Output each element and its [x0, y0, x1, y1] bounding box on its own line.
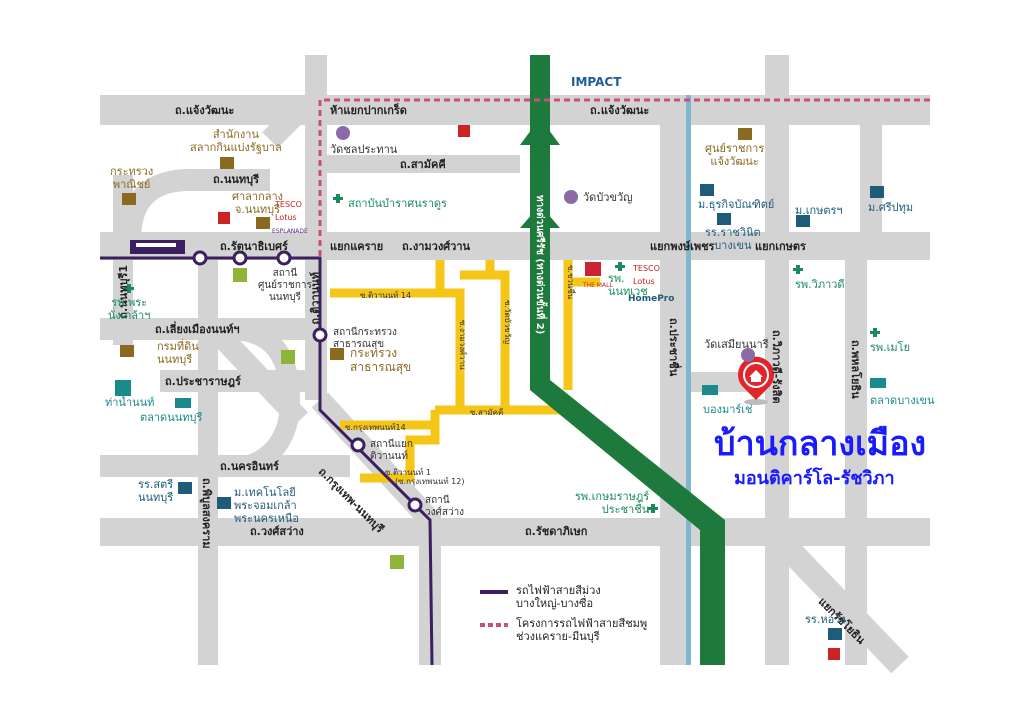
- pink-line: [318, 98, 930, 258]
- poi-icons: [115, 125, 886, 660]
- junction-pong-phet: แยกพงษ์เพชร: [650, 240, 715, 253]
- soi-roads: [330, 260, 600, 483]
- road-chaengwattana-east: ถ.แจ้งวัฒนะ: [590, 104, 650, 117]
- place-lottery-office: สำนักงาน สลากกินแบ่งรัฐบาล: [190, 128, 282, 154]
- station-nonthaburi-civic: สถานี ศูนย์ราชการ นนทบุรี: [258, 268, 312, 303]
- place-kasetsart: ม.เกษตรฯ: [795, 204, 843, 217]
- place-satri-school: รร.สตรี นนทบุรี: [138, 478, 174, 504]
- soi-wat-buakhwan: ซ.วัดบัวขวัญ: [503, 300, 512, 345]
- place-nonthaburi-court: ศาลากลาง จ.นนทบุรี: [232, 190, 284, 216]
- soi-chuanchuen: ซ.ชวนชื่น: [566, 265, 575, 300]
- project-title: บ้านกลางเมือง: [714, 424, 927, 464]
- the-mall-logo: THE MALL: [583, 282, 613, 289]
- road-nonthaburi: ถ.นนทบุรี: [213, 173, 260, 186]
- road-pracharat: ถ.ประชาราษฎร์: [165, 375, 241, 388]
- tesco-lotus-logo: TESCO Lotus: [275, 200, 302, 222]
- place-rajavinit: รร.ราชวินิต บางเขน: [705, 226, 761, 252]
- junction-pak-kret: ห้าแยกปากเกร็ด: [330, 104, 407, 117]
- road-phibun-songkhram: ถ.พิบูลสงคราม: [200, 478, 213, 549]
- project-subtitle: มอนติคาร์โล-รัชวิภา: [734, 468, 895, 489]
- station-wongsawang: สถานี วงศ์สว่าง: [425, 495, 465, 518]
- place-bamrasnaradura: สถาบันบำราศนราดูร: [348, 197, 447, 210]
- place-kmutnb: ม.เทคโนโลยี พระจอมเกล้า พระนครเหนือ: [234, 486, 299, 525]
- canal: [686, 95, 691, 665]
- place-dpu: ม.ธุรกิจบัณฑิตย์: [698, 198, 775, 211]
- road-prachachuen: ถ.ประชาชื่น: [667, 318, 680, 377]
- place-moph: กระทรวง สาธารณสุข: [350, 346, 412, 374]
- legend-purple: รถไฟฟ้าสายสีม่วง บางใหญ่-บางซื่อ: [516, 584, 601, 610]
- soi-krungthep14: ซ.กรุงเทพนนท์14: [345, 423, 406, 432]
- soi-tiwanon14: ซ.ติวานนท์ 14: [360, 291, 412, 300]
- place-hosp-vibhavadi: รพ.วิภาวดี: [795, 278, 845, 291]
- place-horwang: รร.หอวัง: [805, 613, 846, 626]
- tesco-lotus-logo-2: TESCO Lotus: [633, 264, 660, 286]
- expressway: [520, 55, 725, 665]
- esplanade-logo: ESPLANADE: [272, 228, 308, 235]
- road-ngamwongwan: ถ.งามวงศ์วาน: [402, 240, 471, 253]
- road-wongsawang: ถ.วงศ์สว่าง: [250, 525, 304, 538]
- road-phahonyothin: ถ.พหลโยธิน: [849, 340, 862, 399]
- place-hosp-nonthavej: รพ. นนทเวช: [608, 272, 648, 298]
- place-hosp-kasemrad: รพ.เกษมราษฎร์ ประชาชื่น: [575, 490, 650, 516]
- legend-pink: โครงการรถไฟฟ้าสายสีชมพู ช่วงแคราย-มีนบุร…: [516, 617, 647, 643]
- project-location-pin: [738, 356, 774, 405]
- place-hosp-phra-nangklao: รพ.พระ นั่งเกล้าฯ: [108, 296, 151, 322]
- train-icon: [130, 240, 185, 254]
- place-land-dept: กรมที่ดิน นนทบุรี: [157, 340, 199, 366]
- road-nakhon-in: ถ.นครอินทร์: [220, 460, 279, 473]
- place-bonmarche: บองมาร์เช่: [703, 403, 753, 416]
- place-govt-center: ศูนย์ราชการ แจ้งวัฒนะ: [705, 142, 765, 168]
- place-bangkhen-market: ตลาดบางเขน: [870, 394, 935, 407]
- soi-samakkhi: ซ.สามัคคี: [470, 408, 504, 417]
- expressway-label: ทางด่วนศรีรัช (ทางด่วนขั้นที่ 2): [534, 195, 545, 335]
- place-nonthaburi-pier: ท่าน้ำนนท์: [105, 396, 155, 409]
- legend-pink-label: โครงการรถไฟฟ้าสายสีชมพู ช่วงแคราย-มีนบุร…: [516, 617, 648, 643]
- road-samakkhi: ถ.สามัคคี: [400, 158, 446, 171]
- road-liang-mueang: ถ.เลี่ยงเมืองนนท์ฯ: [155, 323, 240, 336]
- homepro-logo: HomePro: [628, 294, 675, 304]
- road-chaengwattana-west: ถ.แจ้งวัฒนะ: [175, 104, 235, 117]
- place-wat-chonprathan: วัดชลประทาน: [330, 143, 398, 156]
- place-commerce-ministry: กระทรวง พาณิชย์: [110, 165, 154, 191]
- junction-kaset: แยกเกษตร: [755, 240, 806, 253]
- soi-ngamwongwan: ซ.งามวงศ์วาน: [458, 320, 467, 370]
- station-moph: สถานีกระทรวง สาธารณสุข: [333, 327, 397, 350]
- place-sripatum: ม.ศรีปทุม: [868, 201, 914, 214]
- junction-khae-rai: แยกแคราย: [330, 240, 384, 253]
- soi-tiwanon1: ซ.ติวานนท์ 1: [385, 468, 431, 477]
- station-tiwanon: สถานีแยก ติวานนท์: [370, 439, 413, 462]
- road-rattanathibet: ถ.รัตนาธิเบศร์: [220, 240, 288, 253]
- station-markers: [192, 250, 423, 513]
- road-ratchadaphisek: ถ.รัชดาภิเษก: [525, 525, 588, 538]
- place-wat-buakhwan: วัดบัวขวัญ: [583, 191, 633, 204]
- impact-logo: IMPACT: [571, 75, 622, 89]
- place-hosp-mayo: รพ.เมโย: [870, 341, 911, 354]
- legend-purple-label: รถไฟฟ้าสายสีม่วง บางใหญ่-บางซื่อ: [516, 584, 601, 610]
- place-nonthaburi-market: ตลาดนนทบุรี: [140, 411, 203, 424]
- road-vibhavadi: ถ.วิภาวดี-รังสิต: [770, 330, 783, 404]
- soi-krungthep12: (ซ.กรุงเทพนนท์ 12): [395, 477, 465, 486]
- place-wat-samian: วัดเสมียนนารี: [704, 338, 769, 351]
